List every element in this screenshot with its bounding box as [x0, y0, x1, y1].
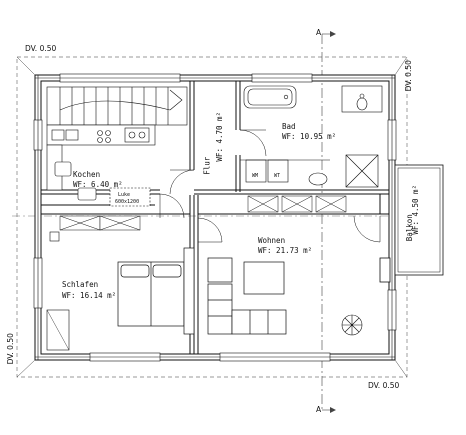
- room-area-balkon: WF: 4.50 m²: [411, 184, 421, 235]
- plant-icon: [341, 314, 363, 336]
- living-furniture: [207, 257, 287, 335]
- dryer-label: WT: [274, 173, 281, 179]
- bathroom-fixtures: [240, 85, 383, 188]
- flur-door: [159, 169, 195, 219]
- room-area-kochen: WF: 6.40 m²: [73, 180, 123, 189]
- balcony: [379, 164, 444, 283]
- dv-label-top: DV. 0.50: [25, 44, 57, 53]
- balkon-door: [353, 215, 381, 243]
- room-name-wohnen: Wohnen: [258, 236, 286, 245]
- storage-cabinets: [247, 195, 347, 213]
- room-area-bad: WF: 10.95 m²: [282, 132, 337, 141]
- schlafen-fixture: [49, 231, 60, 242]
- wohnen-door: [197, 217, 223, 243]
- section-marker-top: A: [316, 28, 322, 37]
- wardrobe: [59, 215, 141, 231]
- windows: [33, 73, 397, 362]
- room-name-kochen: Kochen: [73, 170, 101, 179]
- section-marker-bottom: A: [316, 405, 322, 414]
- room-area-flur: WF: 4.70 m²: [215, 111, 225, 162]
- luke-label: Luke: [118, 192, 131, 198]
- dv-label-right: DV. 0.50: [403, 60, 413, 92]
- room-name-schlafen: Schlafen: [62, 280, 99, 289]
- section-line: [321, 31, 336, 413]
- dv-label-bottom: DV. 0.50: [368, 381, 400, 390]
- room-name-flur: Flur: [202, 156, 212, 175]
- dv-ticks: [16, 56, 408, 378]
- staircase: [46, 86, 188, 126]
- luke-size: 600x1200: [115, 199, 140, 205]
- room-area-schlafen: WF: 16.14 m²: [62, 291, 117, 300]
- washer-label: WM: [252, 173, 259, 179]
- kitchen-counter: [46, 124, 156, 191]
- bath-door: [239, 129, 267, 157]
- bed: [117, 247, 195, 335]
- dv-label-left: DV. 0.50: [5, 333, 15, 365]
- kitchen-furniture: [54, 161, 151, 207]
- room-name-bad: Bad: [282, 122, 296, 131]
- room-area-wohnen: WF: 21.73 m²: [258, 246, 313, 255]
